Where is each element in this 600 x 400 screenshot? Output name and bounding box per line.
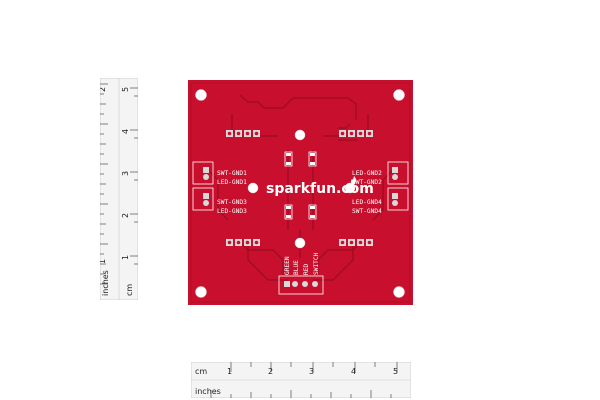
- center-hole-bottom: [294, 237, 306, 249]
- flame-icon: [350, 176, 356, 185]
- pad-group-top-right: [339, 130, 373, 137]
- ruler-h-cm-3: 3: [309, 367, 314, 376]
- ruler-v-cm-label: cm: [125, 284, 134, 296]
- ruler-h-cm-5: 5: [393, 367, 398, 376]
- mounting-hole-bottom-left: [195, 286, 207, 298]
- ruler-v-cm-5: 5: [121, 87, 130, 92]
- pcb-board: sparkfun.com SWT-GND1 LED-GND1 SWT-GND3 …: [188, 80, 413, 305]
- mounting-hole-top-left: [195, 89, 207, 101]
- ruler-h-cm-2: 2: [268, 367, 273, 376]
- horizontal-ruler: cm 1 2 3 4 5 inches: [191, 362, 411, 398]
- label-swt-gnd1: SWT-GND1: [217, 170, 247, 177]
- label-swt-gnd3: SWT-GND3: [217, 199, 247, 206]
- ruler-h-cm-label: cm: [195, 367, 207, 376]
- center-hole-left: [247, 182, 259, 194]
- label-swt-gnd2: SWT-GND2: [352, 179, 382, 186]
- ruler-h-cm-4: 4: [351, 367, 356, 376]
- label-switch: SWITCH: [313, 252, 320, 275]
- ruler-h-cm-1: 1: [227, 367, 232, 376]
- ruler-v-inches-label: inches: [101, 270, 110, 296]
- pad-group-top-left: [226, 130, 260, 137]
- ruler-v-cm-1: 1: [121, 255, 130, 260]
- vertical-ruler: 2 1 inches 5 4 3 2 1 cm: [100, 78, 138, 300]
- center-hole-right: [344, 182, 356, 194]
- smd-components: [284, 151, 317, 220]
- label-led-gnd1: LED-GND1: [217, 179, 247, 186]
- label-led-gnd3: LED-GND3: [217, 208, 247, 215]
- ruler-v-inch-1: 1: [100, 259, 107, 264]
- ruler-v-cm-4: 4: [121, 129, 130, 134]
- label-green: GREEN: [284, 256, 291, 275]
- connector-left: [192, 161, 214, 211]
- pad-group-bottom-left: [226, 239, 260, 246]
- sparkfun-logo: sparkfun.com: [266, 181, 374, 197]
- ruler-h-inches-label: inches: [195, 387, 221, 396]
- label-red: RED: [303, 264, 310, 275]
- label-blue: BLUE: [293, 260, 300, 275]
- ruler-v-cm-3: 3: [121, 171, 130, 176]
- connector-bottom: [278, 275, 324, 295]
- ruler-v-cm-2: 2: [121, 213, 130, 218]
- connector-right: [387, 161, 409, 211]
- center-hole-top: [294, 129, 306, 141]
- pcb-substrate: [188, 80, 413, 305]
- ruler-v-inch-2: 2: [100, 87, 107, 92]
- label-swt-gnd4: SWT-GND4: [352, 208, 382, 215]
- label-led-gnd2: LED-GND2: [352, 170, 382, 177]
- label-led-gnd4: LED-GND4: [352, 199, 382, 206]
- mounting-hole-bottom-right: [393, 286, 405, 298]
- mounting-hole-top-right: [393, 89, 405, 101]
- pad-group-bottom-right: [339, 239, 373, 246]
